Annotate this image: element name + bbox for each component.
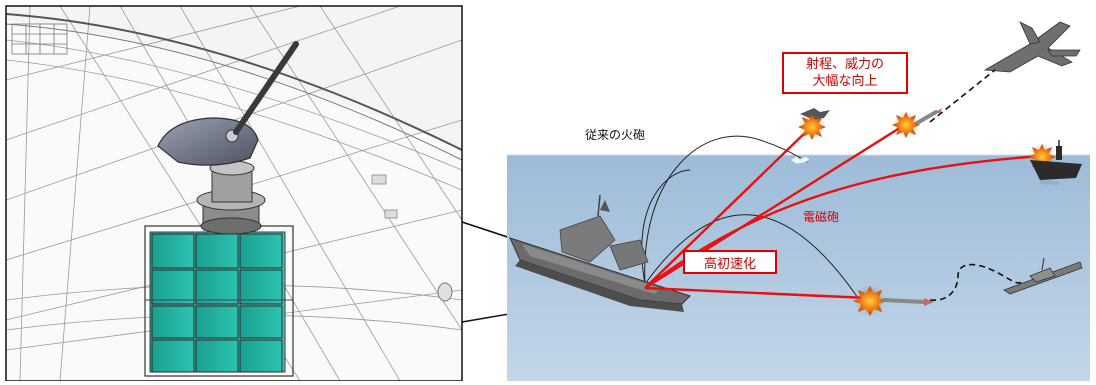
turret-mount	[196, 160, 266, 235]
railgun-label: 電磁砲	[803, 210, 840, 224]
enemy-destroyer	[1003, 257, 1083, 295]
range-power-callout: 射程、威力の 大幅な向上	[782, 52, 908, 94]
enemy-carrier	[1030, 140, 1082, 185]
explosion-aircraft	[798, 113, 826, 140]
conventional-gun-label: 従来の火砲	[585, 128, 646, 142]
high-velocity-callout: 高初速化	[683, 250, 777, 274]
cutaway-panel	[6, 6, 462, 381]
gun-barrel	[233, 41, 299, 135]
range-power-line2: 大幅な向上	[812, 74, 878, 89]
explosion-missile-upper	[892, 111, 920, 138]
incoming-missile-lower	[882, 298, 934, 306]
range-power-line1: 射程、威力の	[805, 57, 884, 72]
explosion-missile-lower	[853, 284, 887, 316]
ammunition-magazine	[144, 225, 294, 377]
high-velocity-label: 高初速化	[703, 256, 756, 272]
enemy-fighter-jet	[983, 21, 1081, 73]
